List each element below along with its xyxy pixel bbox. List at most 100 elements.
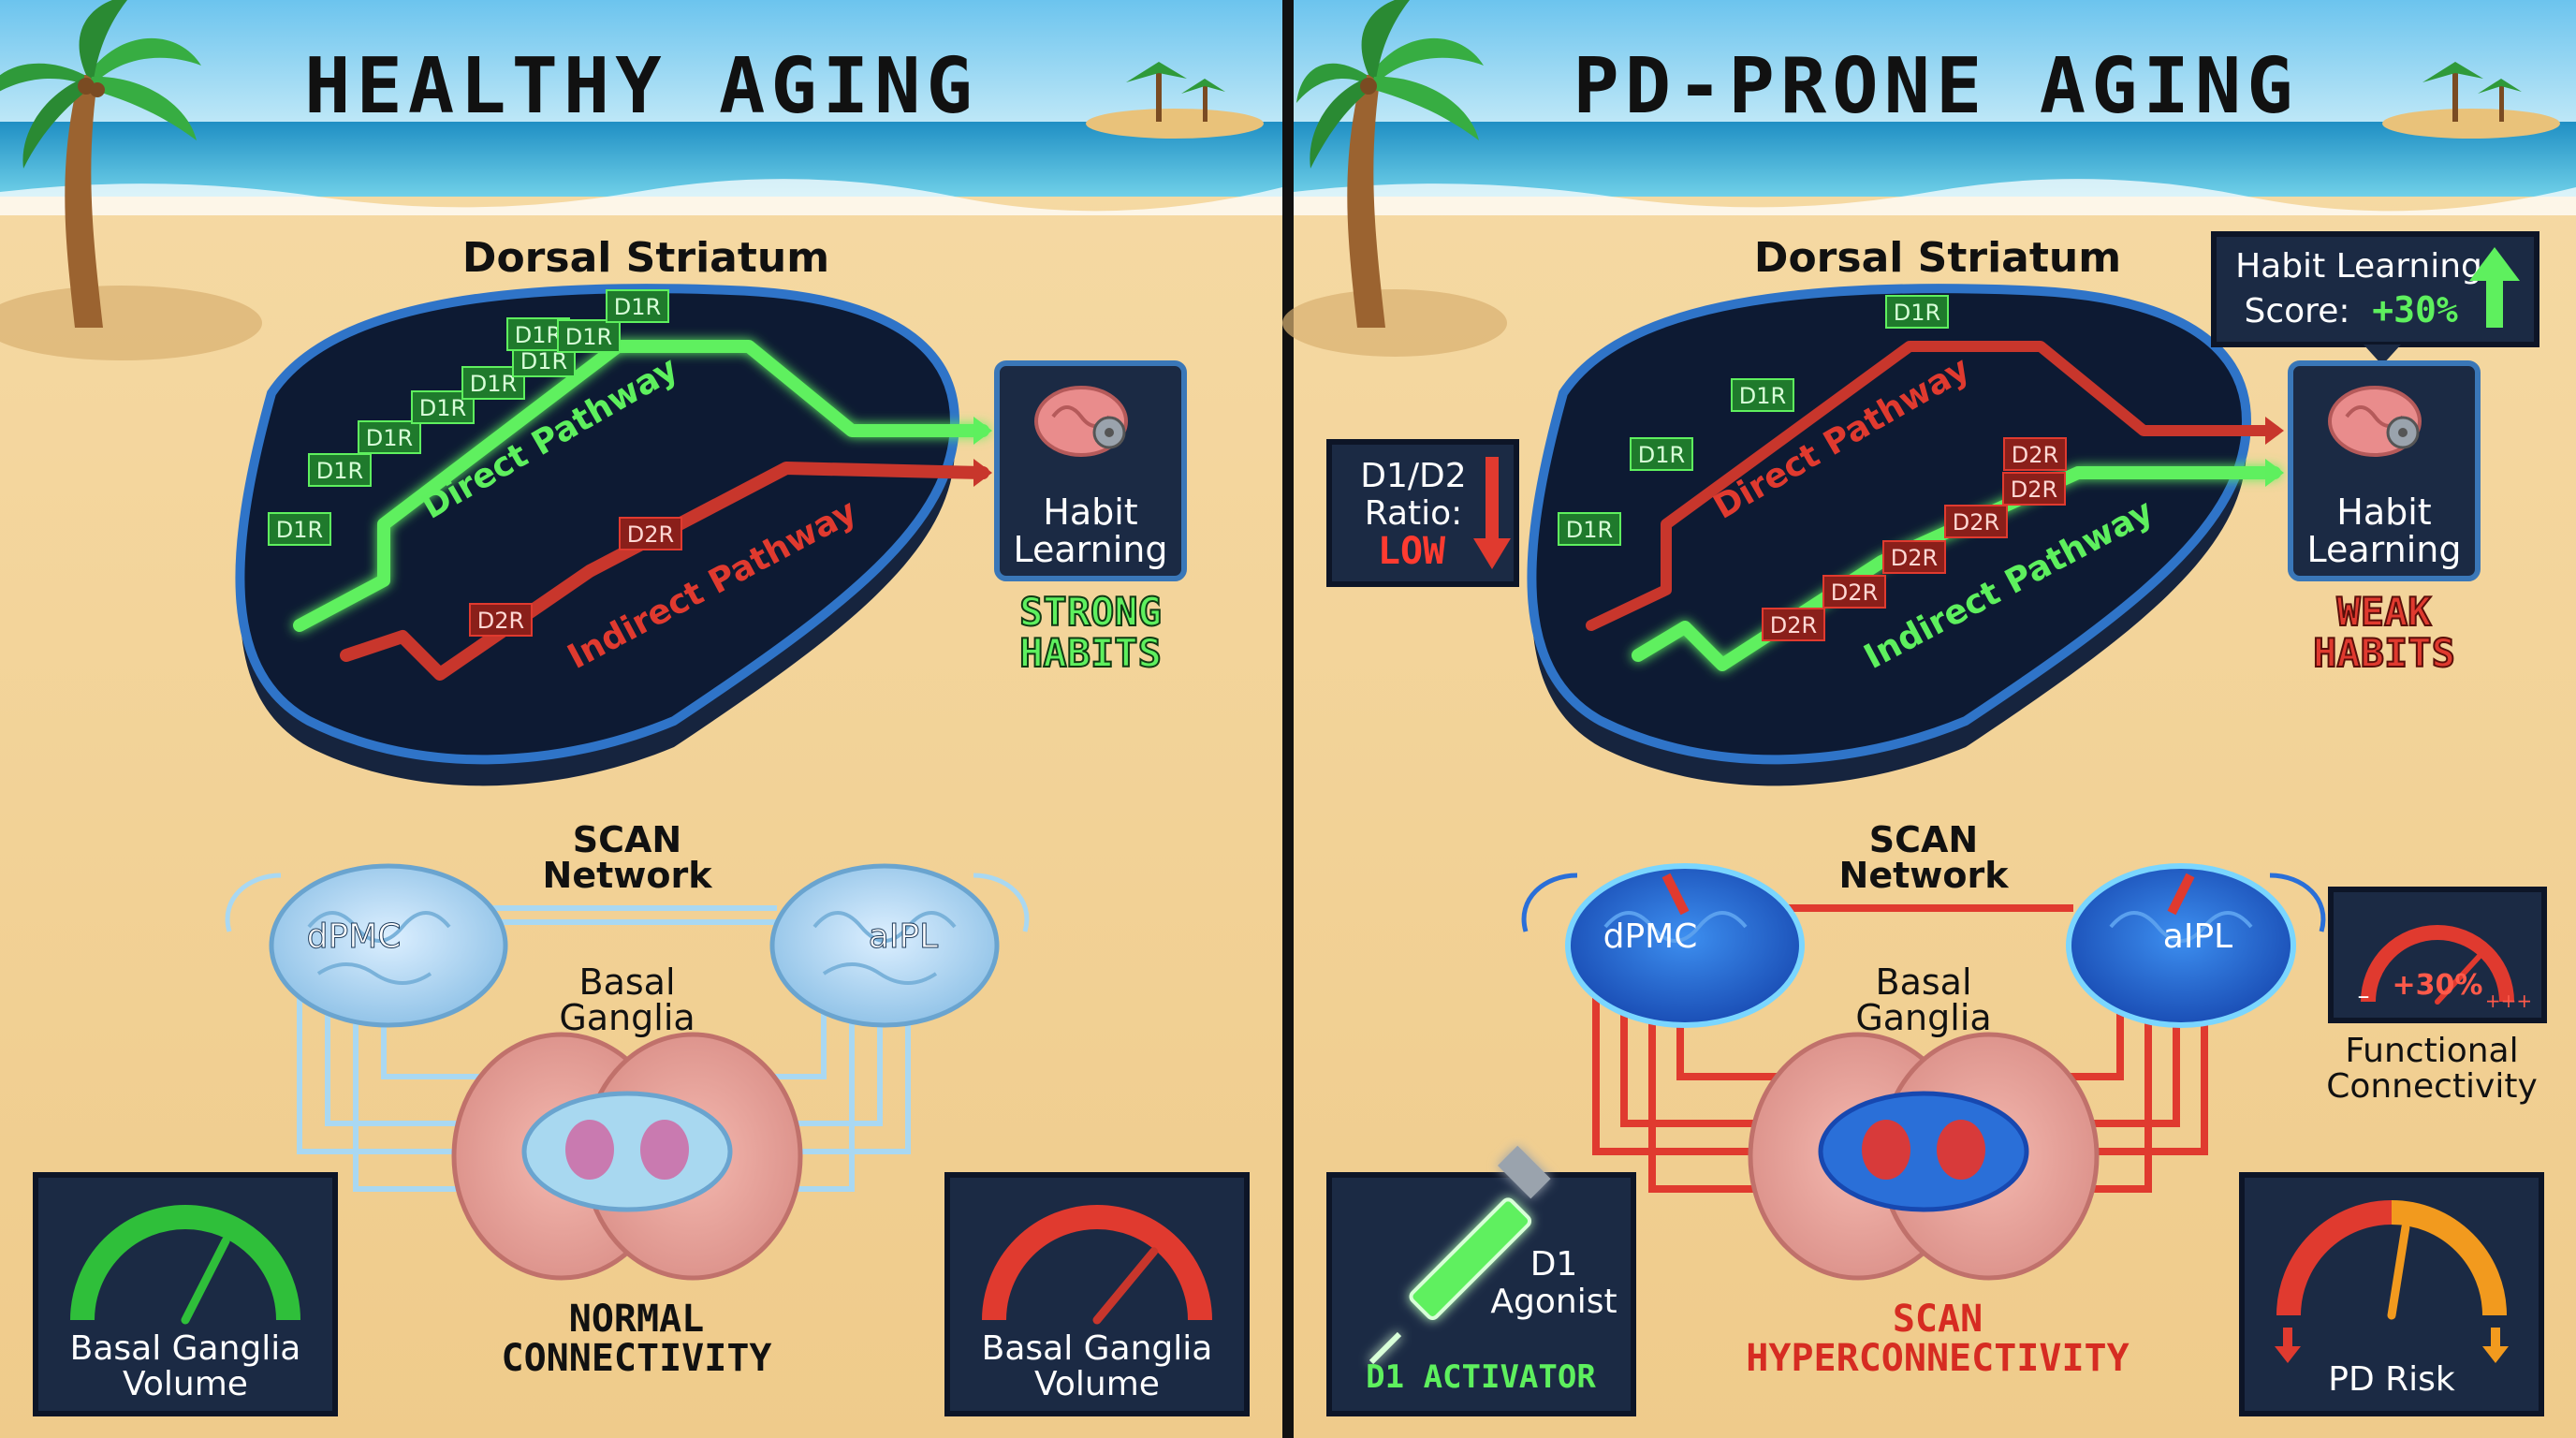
left-habit-line2: Learning [1014,529,1168,570]
right-d2r-group: D2R D2R D2R D2R D2R D2R [1762,437,2067,641]
right-scan-line1: SCAN [1869,819,1978,860]
left-direct-arrowhead [973,417,992,445]
right-sky [1294,0,2576,122]
left-dpmc-label: dPMC [307,917,402,956]
ratio-line2: Ratio: [1365,494,1463,533]
svg-text:D2R: D2R [2011,477,2057,503]
left-sky [0,0,1282,122]
svg-text:D1R: D1R [1566,517,1613,543]
agonist-line2: Agonist [1490,1283,1617,1321]
fc-value: +30% [2393,969,2483,1002]
left-connectivity-line1: NORMAL [569,1298,705,1341]
left-scan-line2: Network [543,855,713,896]
svg-text:D2R: D2R [1953,509,1999,536]
left-d1r-marker: D1R [606,289,669,323]
right-dpmc-brain [1521,863,1805,1028]
left-scan-wires [297,905,911,1192]
right-striatum-label: Dorsal Striatum [1754,234,2121,282]
arrow-up-icon [2469,247,2520,328]
right-d1r-group: D1R D1R D1R D1R [1558,295,1949,546]
left-d1r-group: D1R D1R D1R D1R D1R D1R D1R D1R D1R [268,289,669,546]
right-d1r-marker: D1R [1885,295,1949,329]
left-palm-tree [0,0,262,360]
right-dpmc-label: dPMC [1603,917,1698,956]
right-sea [1294,122,2576,197]
right-habit-line1: Habit [2336,492,2431,533]
right-bg-line1: Basal [1876,961,1972,1003]
svg-text:D2R: D2R [1770,612,1817,638]
agonist-caption: D1 ACTIVATOR [1366,1358,1596,1396]
right-d1r-marker: D1R [1630,437,1693,471]
left-d2r-marker: D2R [619,517,682,550]
arrow-down-icon [2275,1328,2301,1363]
right-aipl-label: aIPL [2163,917,2232,956]
right-d2r-marker: D2R [1944,505,2008,538]
svg-text:D1R: D1R [565,324,612,350]
ratio-value: LOW [1378,530,1446,573]
panel-divider [1282,0,1294,1438]
right-habit-status-line2: HABITS [2313,630,2455,676]
right-title: PD-PRONE AGING [1573,42,2298,131]
fc-line1: Functional [2345,1032,2518,1070]
right-d2r-marker: D2R [1882,540,1946,574]
left-surf [0,179,1282,215]
svg-text:D1R: D1R [316,458,363,484]
left-aipl-label: aIPL [869,917,938,956]
svg-text:D2R: D2R [2012,442,2058,468]
svg-text:D2R: D2R [627,521,674,548]
left-panel: HEALTHY AGING Dorsal Striatum Direct Pat… [0,0,1282,1438]
left-aipl-brain [769,863,1030,1028]
right-d2r-marker: D2R [2002,472,2066,506]
left-volume-gauge: Basal Ganglia Volume [33,1172,338,1416]
right-direct-pathway-line [1586,341,2280,631]
left-gauge-needle [181,1236,230,1325]
arrow-down-icon [1473,457,1511,569]
right-basal-ganglia [1748,1032,2100,1281]
left-habit-box: Habit Learning [994,360,1187,581]
left-striatum-label: Dorsal Striatum [462,234,829,282]
right-habit-box: Habit Learning [2288,360,2481,581]
right-d1r-marker: D1R [1558,512,1621,546]
right-d1r-marker: D1R [1731,378,1794,412]
right-palm-tree [1282,0,1507,357]
score-value: +30% [2372,289,2458,330]
ratio-line1: D1/D2 [1360,457,1466,495]
left-d2r-marker: D2R [469,603,533,637]
left-island [1086,62,1264,139]
fc-gauge: – +30% +++ [2328,887,2547,1023]
right-island [2382,62,2560,139]
left-title: HEALTHY AGING [304,42,978,131]
svg-text:D1R: D1R [614,294,661,320]
svg-text:D1R: D1R [515,322,562,348]
syringe-icon [1368,1145,1551,1365]
fc-plus: +++ [2485,990,2532,1012]
right-indirect-arrowhead [2265,459,2284,487]
right-surf [1294,179,2576,215]
svg-text:D1R: D1R [419,395,466,421]
left-habit-status-line1: STRONG [1019,589,1162,635]
left-gauge-line1: Basal Ganglia [70,1329,301,1368]
score-line1: Habit Learning [2235,247,2482,286]
right-connectivity-line1: SCAN [1893,1298,1983,1341]
right-panel: PD-PRONE AGING Dorsal Striatum Direct Pa… [1282,0,2576,1438]
pd-risk-label: PD Risk [2328,1360,2455,1399]
left-habit-status-line2: HABITS [1019,630,1162,676]
left-gauge-line2: Volume [123,1365,248,1403]
svg-text:D2R: D2R [477,608,524,634]
score-prefix: Score: [2245,292,2350,330]
right-habit-status-line1: WEAK [2336,589,2432,635]
left-d2r-group: D2R D2R [469,517,682,637]
right-d2r-marker: D2R [1762,608,1825,641]
svg-text:D2R: D2R [1831,580,1878,606]
left-habit-line1: Habit [1043,492,1137,533]
left-sea [0,122,1282,197]
left-d1r-marker: D1R [308,453,372,487]
svg-text:D1R: D1R [1894,300,1940,326]
brain-gear-icon [2328,386,2422,457]
svg-text:D1R: D1R [1739,383,1786,409]
right-bg-line2: Ganglia [1855,997,1991,1038]
svg-text:D1R: D1R [366,425,413,451]
brain-gear-icon [1034,386,1128,457]
svg-text:D1R: D1R [1638,442,1685,468]
